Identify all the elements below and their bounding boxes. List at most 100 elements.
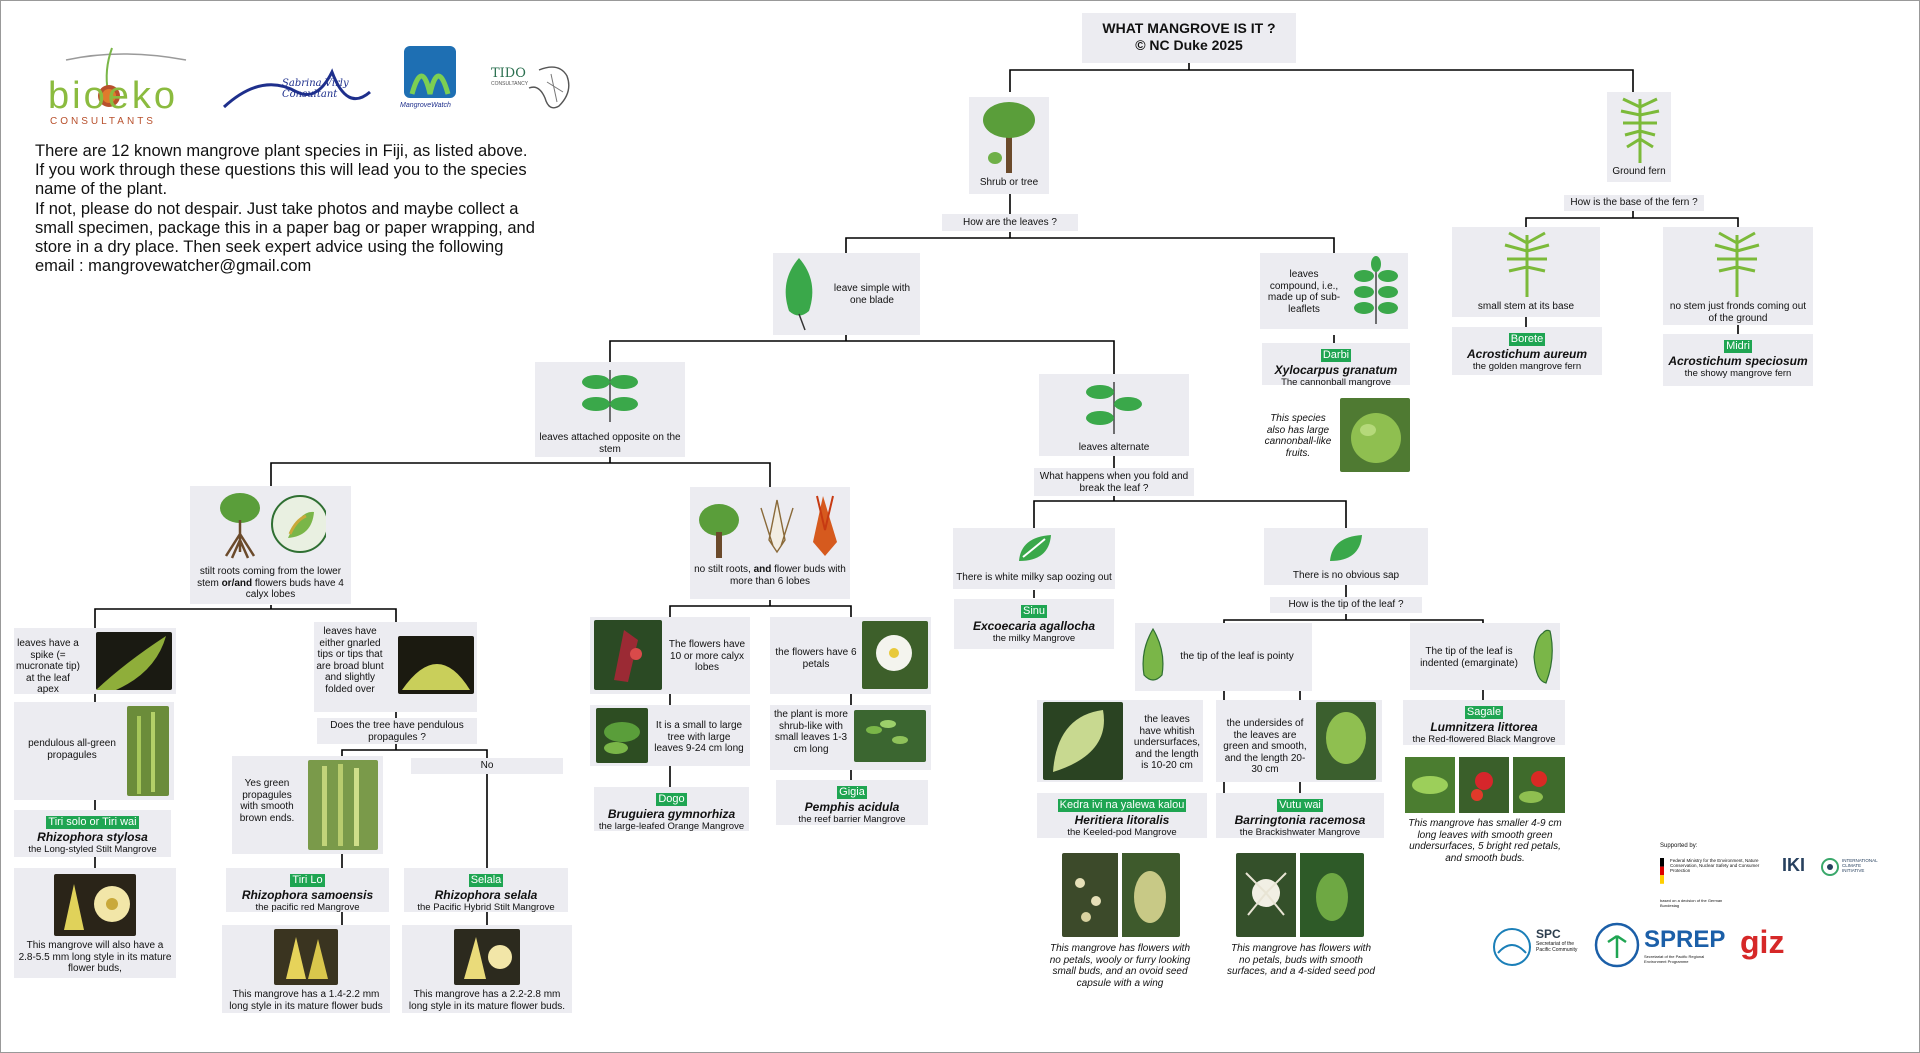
species-stylosa: Tiri solo or Tiri wai Rhizophora stylosa… (14, 810, 171, 857)
yes-propagules-label: Yes green propagules with smooth brown e… (239, 778, 295, 824)
vutu-sci-name: Barringtonia racemosa (1234, 813, 1366, 827)
bmu-logo: Federal Ministry for the Environment, Na… (1660, 858, 1770, 908)
node-ground-fern: Ground fern (1607, 92, 1671, 182)
node-shrub-like: the plant is more shrub-like with small … (770, 705, 931, 770)
alternate-leaves-icon (1086, 382, 1142, 434)
german-flag-icon (1660, 858, 1664, 884)
indented-tip-label: The tip of the leaf is indented (emargin… (1420, 646, 1518, 669)
mangrovewatch-mark (404, 46, 456, 98)
stylosa-note: This mangrove will also have a 2.8-5.5 m… (18, 940, 172, 974)
question-pendulous: Does the tree have pendulous propagules … (317, 718, 477, 744)
sagale-common-name: the Red-flowered Black Mangrove (1412, 734, 1556, 745)
selala-flower-photo (454, 929, 520, 985)
spc-text: SPC (1536, 927, 1561, 941)
pointy-leaf-icon (1142, 627, 1164, 681)
pointy-tip-label: the tip of the leaf is pointy (1180, 651, 1294, 662)
mangrovewatch-text: MangroveWatch (400, 102, 451, 109)
node-leave-simple: leave simple with one blade (773, 253, 920, 335)
title-line1: WHAT MANGROVE IS IT ? (1102, 20, 1276, 36)
node-whitish-undersurfaces: the leaves have whitish undersurfaces, a… (1037, 700, 1203, 782)
stilt-or-text: or/and (221, 577, 253, 589)
stylosa-flower-photo (54, 874, 136, 936)
no-stem-label: no stem just fronds coming out of the gr… (1669, 301, 1807, 324)
node-indented-tip: The tip of the leaf is indented (emargin… (1410, 623, 1560, 690)
iki-logo: IKI INTERNATIONAL CLIMATE INITIATIVE (1782, 855, 1882, 881)
leaves-alternate-label: leaves alternate (1078, 442, 1150, 453)
node-green-undersides: the undersides of the leaves are green a… (1216, 700, 1382, 782)
title-line2: © NC Duke 2025 (1135, 37, 1243, 53)
stylosa-note-box: This mangrove will also have a 2.8-5.5 m… (14, 868, 176, 978)
sagale-flower-photo (1405, 757, 1565, 813)
tido-sub: CONSULTANCY (491, 81, 529, 87)
species-vutu: Vutu wai Barringtonia racemosa the Brack… (1216, 793, 1384, 838)
indented-leaf-icon (1533, 629, 1553, 684)
dogo-flower-photo (594, 620, 662, 690)
iki-text: IKI (1782, 855, 1806, 875)
darbi-sci-name: Xylocarpus granatum (1274, 363, 1398, 377)
intro-para-1: There are 12 known mangrove plant specie… (35, 142, 528, 160)
milky-leaf-icon (1019, 535, 1051, 561)
species-tirilo: Tiri Lo Rhizophora samoensis the pacific… (226, 868, 389, 913)
tirilo-note-box: This mangrove has a 1.4-2.2 mm long styl… (222, 925, 390, 1013)
sagale-sci-name: Lumnitzera littorea (1430, 720, 1538, 734)
mangrovewatch-logo: MangroveWatch (400, 44, 462, 114)
borete-common-name: the golden mangrove fern (1472, 361, 1582, 372)
bird-icon (528, 66, 570, 109)
bioeko-logo: bioeko CONSULTANTS (46, 30, 196, 127)
cannonball-fruit-photo (1340, 398, 1410, 472)
intro-text: There are 12 known mangrove plant specie… (35, 142, 545, 276)
vutu-local-name: Vutu wai (1277, 799, 1323, 812)
sprep-logo: SPREP Secretariat of the Pacific Regiona… (1594, 922, 1725, 970)
no-stilt-text: no stilt roots, (694, 564, 754, 575)
node-no-propagules: No (411, 758, 563, 774)
no-sap-label: There is no obvious sap (1292, 570, 1400, 581)
gigia-sci-name: Pemphis acidula (804, 800, 900, 814)
node-milky-sap: There is white milky sap oozing out (953, 528, 1115, 589)
gnarled-tip-label: leaves have either gnarled tips or tips … (316, 626, 384, 695)
tido-logo: TIDO CONSULTANCY (489, 62, 579, 114)
flowers-6-label: the flowers have 6 petals (775, 647, 857, 670)
node-pointy-tip: the tip of the leaf is pointy (1135, 623, 1312, 691)
dogo-local-name: Dogo (656, 793, 687, 806)
compound-leaf-icon (1354, 256, 1398, 324)
midri-sci-name: Acrostichum speciosum (1668, 354, 1808, 368)
vutu-note: This mangrove has flowers with no petals… (1227, 943, 1375, 977)
sinu-local-name: Sinu (1020, 605, 1048, 618)
tirilo-local-name: Tiri Lo (290, 874, 325, 887)
node-leaves-alternate: leaves alternate (1039, 374, 1189, 456)
spc-logo: SPC Secretariat of the Pacific Community (1492, 925, 1588, 969)
no-stilt-and-text: and (753, 564, 772, 575)
small-large-tree-label: It is a small to large tree with large l… (654, 720, 744, 754)
bmu-sub-text: based on a decision of the German Bundes… (1660, 898, 1723, 908)
species-gigia: Gigia Pemphis acidula the reef barrier M… (776, 780, 928, 825)
pendulous-label: pendulous all-green propagules (28, 738, 116, 761)
no-stilt-label: no stilt roots, and flower buds with mor… (692, 564, 848, 587)
node-stilt-roots: stilt roots coming from the lower stem o… (190, 486, 351, 604)
sagale-photos (1405, 757, 1565, 813)
node-no-sap: There is no obvious sap (1264, 528, 1428, 585)
small-stem-label: small stem at its base (1477, 301, 1575, 312)
green-undersides-label: the undersides of the leaves are green a… (1223, 718, 1307, 775)
dogo-leaves-photo (596, 708, 648, 763)
spc-emblem-icon (1493, 928, 1531, 966)
intro-para-3: If not, please do not despair. Just take… (35, 199, 535, 276)
node-shrub-tree: Shrub or tree (969, 97, 1049, 194)
simple-leaf-icon (785, 258, 813, 331)
selala-local-name: Selala (468, 874, 504, 887)
sabrina-logo-text: Sabrina Virly Consultant (282, 78, 349, 100)
species-darbi: Darbi Xylocarpus granatum The cannonball… (1262, 343, 1410, 388)
species-sinu: Sinu Excoecaria agallocha the milky Mang… (954, 599, 1114, 649)
spc-sub-text: Secretariat of the Pacific Community (1536, 941, 1578, 953)
pemphis-leaves-photo (854, 710, 926, 762)
question-fern-base: How is the base of the fern ? (1564, 195, 1704, 211)
node-gnarled-tip: leaves have either gnarled tips or tips … (314, 622, 477, 712)
leave-simple-label: leave simple with one blade (833, 283, 911, 306)
giz-logo: giz (1740, 924, 1785, 960)
flowers-10-label: The flowers have 10 or more calyx lobes (668, 639, 746, 673)
species-midri: Midri Acrostichum speciosum the showy ma… (1663, 334, 1813, 386)
borete-local-name: Borete (1508, 333, 1546, 346)
iki-sub-text: INTERNATIONAL CLIMATE INITIATIVE (1842, 858, 1878, 873)
sabrina-wave-icon (222, 68, 371, 109)
node-yes-propagules: Yes green propagules with smooth brown e… (232, 756, 383, 854)
borete-sci-name: Acrostichum aureum (1466, 347, 1588, 361)
